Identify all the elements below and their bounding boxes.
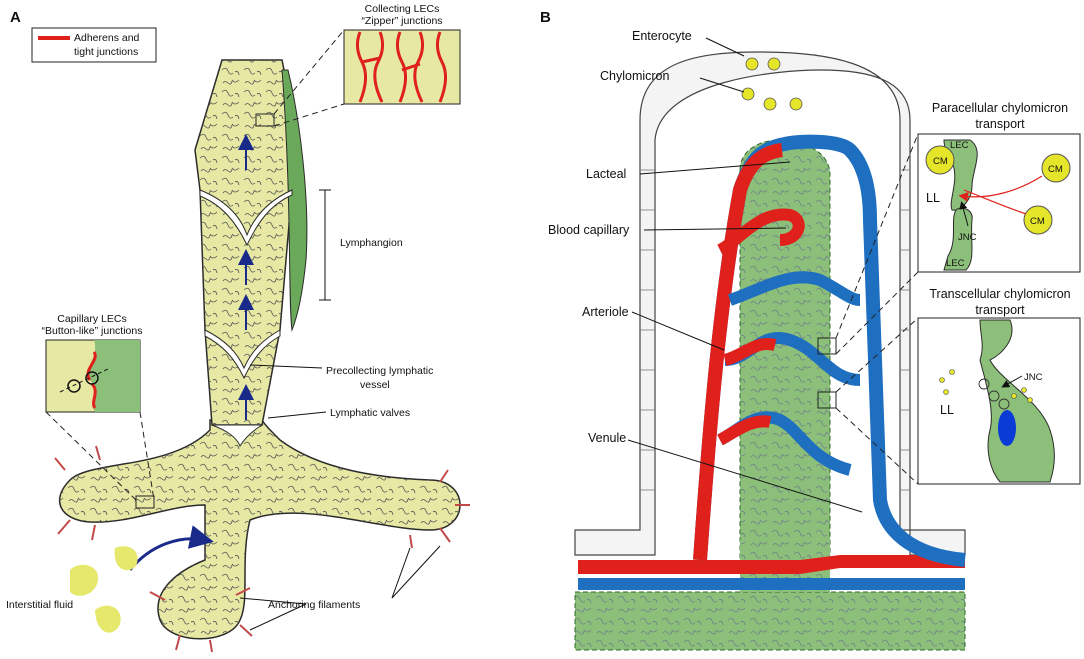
button-title-2: “Button-like” junctions	[42, 325, 143, 337]
lymphatic-valves-label: Lymphatic valves	[330, 407, 410, 419]
chylomicron-label: Chylomicron	[600, 69, 670, 83]
paracellular-ll: LL	[926, 191, 940, 205]
lymphatic-vessel-tree	[54, 59, 470, 653]
precollecting-label-1: Precollecting lymphatic	[326, 365, 433, 377]
interstitial-blob-1	[70, 564, 99, 596]
nucleus	[998, 410, 1016, 446]
zipper-title-2: “Zipper” junctions	[361, 15, 442, 27]
lymphangion-bracket: Lymphangion	[319, 189, 403, 301]
lacteal	[739, 139, 831, 561]
zipper-title-1: Collecting LECs	[365, 3, 440, 15]
venule-main	[578, 578, 965, 590]
transcellular-title-2: transport	[975, 303, 1025, 317]
valve-middle	[204, 329, 281, 380]
enterocyte-dividers	[640, 169, 910, 491]
valve-upper	[199, 189, 293, 247]
arteriole-label: Arteriole	[582, 305, 629, 319]
panel-a: A Adherens and tight junctions	[6, 3, 470, 653]
paracellular-lec-bottom: LEC	[946, 258, 965, 269]
interstitial-fluid-label: Interstitial fluid	[6, 599, 73, 611]
enterocyte-label: Enterocyte	[632, 29, 692, 43]
venule-label: Venule	[588, 431, 626, 445]
paracellular-title-2: transport	[975, 117, 1025, 131]
paracellular-title-1: Paracellular chylomicron	[932, 101, 1068, 115]
zipper-junction-inset: Collecting LECs “Zipper” junctions	[255, 3, 461, 127]
blood-capillary-1	[717, 208, 805, 256]
transcellular-inset: Transcellular chylomicron transport JNC …	[817, 287, 1081, 485]
paracellular-jnc: JNC	[958, 232, 977, 243]
panel-b: B	[540, 9, 1081, 651]
panel-a-letter: A	[10, 9, 21, 26]
submucosa-lymphatic	[574, 591, 966, 651]
precollecting-label-2: vessel	[360, 379, 390, 391]
paracellular-cm-3: CM	[1030, 216, 1045, 227]
paracellular-lec-top: LEC	[950, 140, 969, 151]
button-junction-inset: Capillary LECs “Button-like” junctions	[42, 313, 155, 509]
legend-label-2: tight junctions	[74, 46, 138, 58]
anchoring-filaments-label: Anchoring filaments	[268, 599, 360, 611]
arterial-loop	[693, 143, 784, 561]
blood-capillary-label: Blood capillary	[548, 223, 630, 237]
legend-label-1: Adherens and	[74, 32, 140, 44]
button-title-1: Capillary LECs	[57, 313, 126, 325]
interstitial-blob-2	[114, 546, 138, 571]
panel-b-letter: B	[540, 9, 551, 26]
paracellular-cm-1: CM	[933, 156, 948, 167]
lymphangion-label: Lymphangion	[340, 237, 403, 249]
lacteal-label: Lacteal	[586, 167, 626, 181]
chylomicrons	[741, 57, 803, 111]
junction-legend: Adherens and tight junctions	[31, 27, 157, 63]
arteriole-main	[578, 555, 965, 574]
anchoring-filaments	[54, 445, 470, 653]
transcellular-title-1: Transcellular chylomicron	[929, 287, 1070, 301]
paracellular-cm-2: CM	[1048, 164, 1063, 175]
valve-lower	[211, 424, 264, 448]
interstitial-blob-3	[95, 605, 121, 633]
paracellular-inset: Paracellular chylomicron transport LEC C…	[817, 101, 1081, 355]
transcellular-ll: LL	[940, 403, 954, 417]
transcellular-jnc: JNC	[1024, 372, 1043, 383]
